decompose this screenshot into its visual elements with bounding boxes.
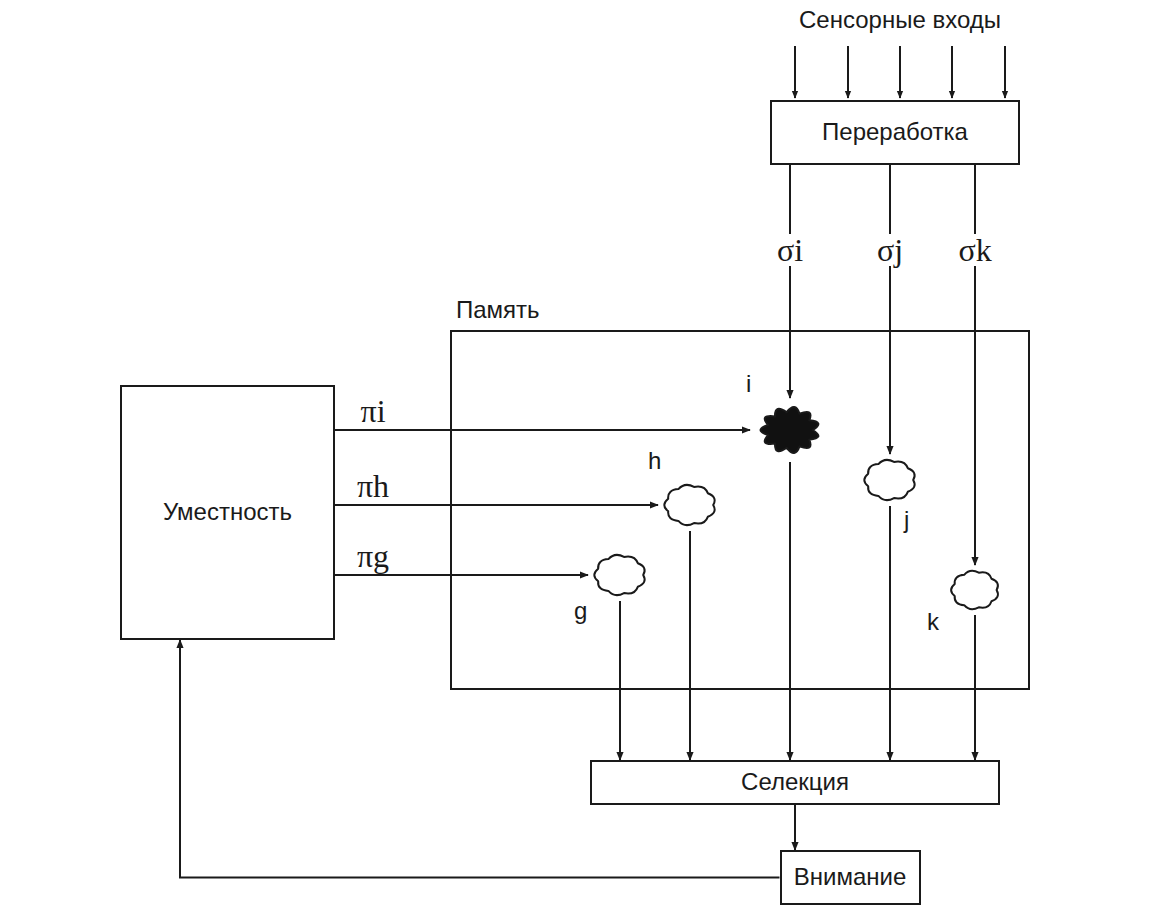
blob-outline: [951, 571, 998, 610]
flow-arrow: [689, 531, 691, 760]
flow-arrow: [974, 615, 976, 760]
item-letter: h: [648, 447, 661, 476]
blob-outline: [761, 407, 819, 453]
flow-arrow: [974, 165, 976, 565]
blob-outline: [664, 485, 714, 525]
flow-arrow: [180, 640, 780, 878]
signal-label: πi: [358, 395, 387, 427]
input-arrow: [794, 46, 796, 98]
pertinence-box: Уместность: [120, 385, 335, 640]
flow-arrow: [889, 165, 891, 454]
box-label: Переработка: [822, 118, 968, 147]
item-letter: k: [927, 608, 939, 637]
signal-label: σj: [875, 234, 905, 266]
signal-label: πg: [355, 540, 391, 572]
input-arrow: [951, 46, 953, 98]
input-arrow: [899, 46, 901, 98]
blob-outline: [594, 555, 644, 595]
memory-blob: [750, 398, 830, 462]
item-letter: g: [574, 597, 587, 626]
memory-blob: [858, 454, 922, 506]
panel-heading: Память: [456, 296, 540, 325]
process-box: Переработка: [770, 100, 1020, 165]
input-arrow: [1004, 46, 1006, 98]
flow-arrow: [794, 805, 796, 850]
flow-arrow: [335, 429, 750, 431]
flow-arrow: [335, 574, 588, 576]
flow-arrow: [889, 506, 891, 760]
box-label: Уместность: [163, 498, 292, 527]
signal-label: σi: [775, 234, 805, 266]
memory-blob: [945, 565, 1005, 615]
blob-outline: [864, 460, 914, 500]
selection-box: Селекция: [590, 760, 1000, 805]
signal-label: πh: [355, 470, 391, 502]
memory-item: j: [858, 454, 922, 506]
signal-label: σk: [956, 234, 993, 266]
memory-item: i: [750, 398, 830, 462]
flow-arrow: [789, 165, 791, 398]
box-label: Внимание: [794, 863, 907, 892]
item-letter: i: [746, 370, 751, 399]
memory-panel: Памятьihjgk: [450, 330, 1030, 690]
memory-blob: [658, 479, 722, 531]
flow-arrow: [789, 462, 791, 760]
item-letter: j: [904, 506, 909, 535]
memory-item: g: [588, 549, 652, 601]
memory-blob: [588, 549, 652, 601]
input-label: Сенсорные входы: [799, 6, 1001, 35]
memory-item: h: [658, 479, 722, 531]
input-arrow: [847, 46, 849, 98]
attention-box: Внимание: [780, 850, 921, 905]
flow-arrow: [619, 601, 621, 760]
box-label: Селекция: [741, 768, 849, 797]
flow-arrow: [335, 504, 658, 506]
memory-item: k: [945, 565, 1005, 615]
